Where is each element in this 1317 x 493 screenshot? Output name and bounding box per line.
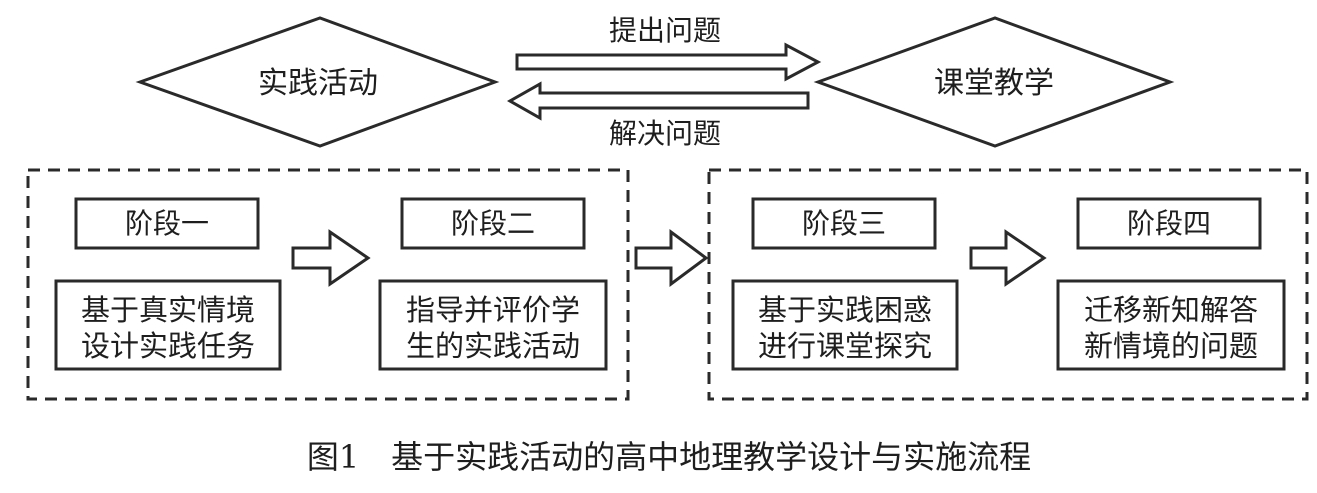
stage-1-desc-line2: 设计实践任务 [81,329,255,363]
stage-1-title: 阶段一 [125,207,209,240]
stage-2-desc-box [378,279,608,371]
stage-1-to-2-arrow-icon [291,229,371,287]
right-dashed-group [707,168,1309,401]
stage-4-desc-box [1056,279,1286,371]
stage-3-title: 阶段三 [802,207,886,240]
raise-question-label: 提出问题 [609,14,721,47]
stage-4-desc-line1: 迁移新知解答 [1084,293,1258,327]
stage-4-desc-line2: 新情境的问题 [1084,329,1258,363]
figure-caption: 图1 基于实践活动的高中地理教学设计与实施流程 [307,438,1031,476]
stage-2-title: 阶段二 [451,207,535,240]
left-arrow-icon [506,81,810,121]
solve-question-label: 解决问题 [609,117,721,150]
right-arrow-icon [515,42,822,82]
stage-1-title-box [74,197,260,250]
stage-3-to-4-arrow-icon [969,229,1047,287]
practice-activity-label: 实践活动 [258,66,378,101]
stage-2-desc-line1: 指导并评价学 [406,293,580,327]
group-connector-arrow-icon [634,229,709,287]
stage-3-desc-line1: 基于实践困惑 [758,293,932,327]
stage-3-title-box [751,197,937,250]
stage-1-desc-line1: 基于真实情境 [81,293,255,327]
practice-activity-diamond [135,16,500,148]
stage-4-title-box [1076,197,1262,250]
stage-2-title-box [400,197,586,250]
stage-4-title: 阶段四 [1127,207,1211,240]
stage-2-desc-line2: 生的实践活动 [406,329,580,363]
stage-3-desc-box [731,279,959,371]
stage-1-desc-box [54,279,282,371]
classroom-teaching-diamond [813,16,1175,148]
stage-3-desc-line2: 进行课堂探究 [758,329,932,363]
classroom-teaching-label: 课堂教学 [934,66,1054,101]
left-dashed-group [26,168,630,401]
